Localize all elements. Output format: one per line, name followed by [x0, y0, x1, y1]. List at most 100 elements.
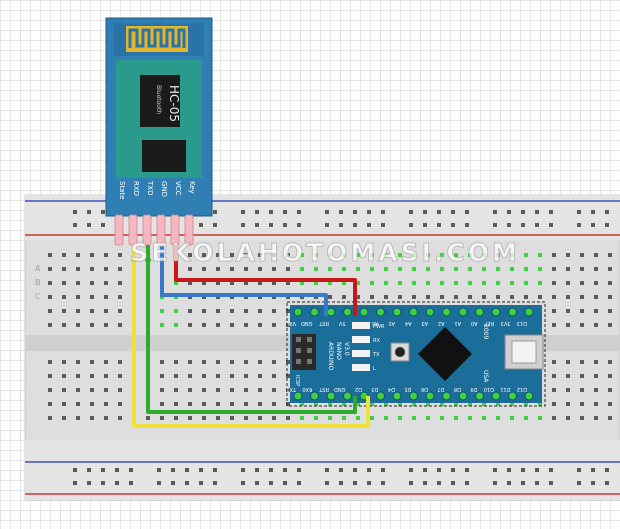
- breadboard-hole: [468, 295, 472, 299]
- breadboard-hole: [118, 402, 122, 406]
- breadboard-hole: [269, 223, 273, 227]
- breadboard-hole: [244, 402, 248, 406]
- breadboard-hole: [202, 281, 206, 285]
- arduino-pin: [409, 307, 418, 317]
- breadboard-hole: [188, 253, 192, 257]
- arduino-pin: [392, 307, 402, 317]
- arduino-pin: [326, 307, 336, 317]
- connected-hole: [300, 416, 304, 420]
- breadboard-hole: [188, 323, 192, 327]
- breadboard-hole: [118, 374, 122, 378]
- breadboard-hole: [409, 468, 413, 472]
- breadboard-hole: [552, 309, 556, 313]
- connected-hole: [426, 267, 430, 271]
- connected-hole: [538, 402, 542, 406]
- arduino-lower-pin-label: D10: [484, 386, 494, 392]
- breadboard-hole: [73, 210, 77, 214]
- breadboard-hole: [202, 309, 206, 313]
- breadboard-hole: [202, 253, 206, 257]
- arduino-upper-pin-label: A6: [372, 320, 379, 326]
- breadboard-hole: [398, 295, 402, 299]
- breadboard-hole: [272, 416, 276, 420]
- breadboard-hole: [160, 374, 164, 378]
- breadboard-hole: [255, 468, 259, 472]
- breadboard-hole: [90, 402, 94, 406]
- arduino-pin: [425, 391, 435, 401]
- connected-hole: [356, 281, 360, 285]
- connected-hole: [468, 416, 472, 420]
- breadboard-hole: [367, 481, 371, 485]
- breadboard-hole: [608, 402, 612, 406]
- breadboard-hole: [188, 360, 192, 364]
- breadboard-hole: [62, 402, 66, 406]
- breadboard-hole: [594, 374, 598, 378]
- arduino-pin: [491, 307, 501, 317]
- breadboard-hole: [381, 481, 385, 485]
- breadboard-hole: [353, 223, 357, 227]
- breadboard-hole: [62, 360, 66, 364]
- breadboard-hole: [283, 223, 287, 227]
- breadboard-hole: [549, 210, 553, 214]
- breadboard-hole: [591, 468, 595, 472]
- breadboard-hole: [48, 309, 52, 313]
- breadboard-hole: [101, 210, 105, 214]
- breadboard-hole: [73, 481, 77, 485]
- breadboard-hole: [188, 374, 192, 378]
- breadboard-hole: [580, 416, 584, 420]
- connected-hole: [426, 416, 430, 420]
- watermark: SEKOLAHOTOMASI.COM: [130, 238, 520, 268]
- connected-hole: [496, 402, 500, 406]
- vcc-wire: [174, 245, 357, 316]
- breadboard-hole: [213, 210, 217, 214]
- connected-hole: [384, 267, 388, 271]
- breadboard-hole: [90, 323, 94, 327]
- arduino-pin: [310, 307, 319, 317]
- connected-hole: [510, 253, 514, 257]
- connected-hole: [426, 402, 430, 406]
- connected-hole: [174, 309, 178, 313]
- arduino-pin: [458, 391, 468, 401]
- icsp-label: ICSP: [294, 375, 300, 386]
- breadboard-hole: [241, 210, 245, 214]
- breadboard-hole: [258, 323, 262, 327]
- arduino-led-label: L: [373, 366, 376, 372]
- connected-hole: [328, 416, 332, 420]
- breadboard-hole: [62, 416, 66, 420]
- breadboard-hole: [118, 295, 122, 299]
- breadboard-hole: [297, 468, 301, 472]
- breadboard-hole: [549, 481, 553, 485]
- arduino-pin: [310, 391, 319, 401]
- arduino-upper-pin-label: A0: [471, 320, 478, 326]
- connected-hole: [300, 267, 304, 271]
- breadboard-hole: [244, 416, 248, 420]
- breadboard-hole: [507, 223, 511, 227]
- breadboard-hole: [552, 253, 556, 257]
- breadboard-hole: [577, 210, 581, 214]
- breadboard-hole: [549, 223, 553, 227]
- chip-label: HC-05: [167, 85, 181, 122]
- breadboard-hole: [325, 481, 329, 485]
- wires: [132, 245, 370, 428]
- breadboard-hole: [87, 468, 91, 472]
- breadboard-hole: [594, 253, 598, 257]
- arduino-pin: [409, 391, 418, 401]
- breadboard-hole: [118, 323, 122, 327]
- breadboard-hole: [552, 416, 556, 420]
- arduino-upper-pin-label: A1: [454, 320, 461, 326]
- breadboard-hole: [87, 481, 91, 485]
- breadboard-hole: [465, 481, 469, 485]
- connected-hole: [510, 402, 514, 406]
- breadboard-hole: [272, 267, 276, 271]
- arduino-upper-pin-label: 5V: [338, 320, 345, 326]
- breadboard-hole: [244, 253, 248, 257]
- breadboard-hole: [104, 281, 108, 285]
- breadboard-hole: [157, 468, 161, 472]
- breadboard-hole: [76, 323, 80, 327]
- arduino-lower-pin-label: GND: [334, 386, 346, 392]
- breadboard-hole: [451, 468, 455, 472]
- breadboard-hole: [409, 481, 413, 485]
- breadboard-hole: [286, 388, 290, 392]
- breadboard-hole: [339, 223, 343, 227]
- breadboard-hole: [104, 309, 108, 313]
- breadboard-hole: [104, 402, 108, 406]
